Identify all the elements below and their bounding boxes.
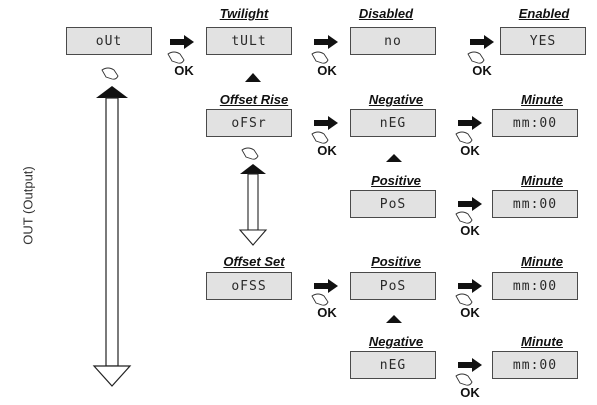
hand-icon <box>101 67 119 80</box>
ok-label: OK <box>460 143 480 158</box>
header-positive-rise: Positive <box>371 173 421 188</box>
display-minute-2: mm:00 <box>492 190 578 218</box>
header-minute-4: Minute <box>521 334 563 349</box>
hand-icon <box>467 51 485 64</box>
hand-icon <box>455 373 473 386</box>
header-offset-set: Offset Set <box>223 254 285 269</box>
up-triangle-main <box>96 86 128 98</box>
rise-shaft <box>247 173 259 231</box>
hand-icon <box>167 51 185 64</box>
header-enabled: Enabled <box>518 6 570 21</box>
ok-label: OK <box>317 143 337 158</box>
main-shaft <box>105 97 119 367</box>
hand-icon <box>311 51 329 64</box>
display-minute-1: mm:00 <box>492 109 578 137</box>
display-negative-set: nEG <box>350 351 436 379</box>
up-triangle-rise <box>240 164 266 174</box>
display-offset-rise: oFSr <box>206 109 292 137</box>
ok-label: OK <box>460 223 480 238</box>
display-enabled: YES <box>500 27 586 55</box>
display-minute-4: mm:00 <box>492 351 578 379</box>
header-negative-set: Negative <box>368 334 424 349</box>
display-minute-3: mm:00 <box>492 272 578 300</box>
hand-icon <box>455 211 473 224</box>
hand-icon <box>311 293 329 306</box>
up-triangle-set-pos <box>386 315 402 323</box>
hand-press-icons <box>101 51 485 386</box>
header-disabled: Disabled <box>358 6 414 21</box>
header-positive-set: Positive <box>371 254 421 269</box>
header-negative-rise: Negative <box>368 92 424 107</box>
up-triangle-twilight <box>245 73 261 82</box>
ok-label: OK <box>472 63 492 78</box>
header-minute-1: Minute <box>521 92 563 107</box>
header-twilight: Twilight <box>219 6 269 21</box>
hand-icon <box>241 147 259 160</box>
header-minute-2: Minute <box>521 173 563 188</box>
hand-icon <box>455 293 473 306</box>
ok-label: OK <box>460 305 480 320</box>
header-offset-rise: Offset Rise <box>219 92 289 107</box>
header-minute-3: Minute <box>521 254 563 269</box>
display-positive-set: PoS <box>350 272 436 300</box>
right-arrows <box>170 35 494 372</box>
hand-icon <box>455 131 473 144</box>
ok-label: OK <box>174 63 194 78</box>
up-triangle-rise-neg <box>386 154 402 162</box>
display-negative-rise: nEG <box>350 109 436 137</box>
hand-icon <box>311 131 329 144</box>
display-disabled: no <box>350 27 436 55</box>
side-label: OUT (Output) <box>20 166 36 245</box>
ok-label: OK <box>317 63 337 78</box>
display-twilight: tULt <box>206 27 292 55</box>
down-triangle-main <box>92 365 132 387</box>
display-offset-set: oFSS <box>206 272 292 300</box>
ok-label: OK <box>317 305 337 320</box>
down-triangle-rise <box>238 229 268 246</box>
display-out: oUt <box>66 27 152 55</box>
ok-label: OK <box>460 385 480 400</box>
display-positive-rise: PoS <box>350 190 436 218</box>
